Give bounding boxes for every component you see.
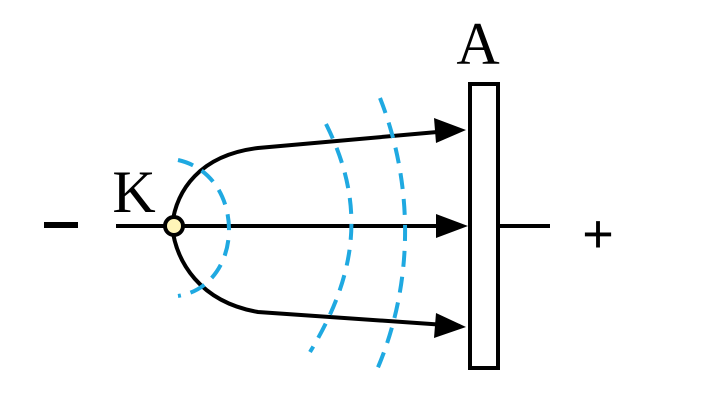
electron-path-upper — [170, 128, 461, 227]
cathode-label: K — [112, 159, 155, 225]
anode-label: A — [456, 11, 499, 77]
wavefront-1 — [177, 158, 231, 298]
electron-arrowhead-middle — [436, 214, 468, 238]
plus-sign: + — [582, 204, 614, 264]
wavefront-2 — [308, 123, 354, 354]
cathode-point — [163, 215, 185, 237]
electron-arrowhead-upper — [434, 118, 466, 143]
wavefront-3 — [374, 97, 408, 373]
minus-sign — [44, 222, 78, 228]
electron-path-lower — [170, 225, 461, 328]
anode-plate — [468, 82, 500, 370]
electron-arrowhead-lower — [434, 313, 466, 338]
